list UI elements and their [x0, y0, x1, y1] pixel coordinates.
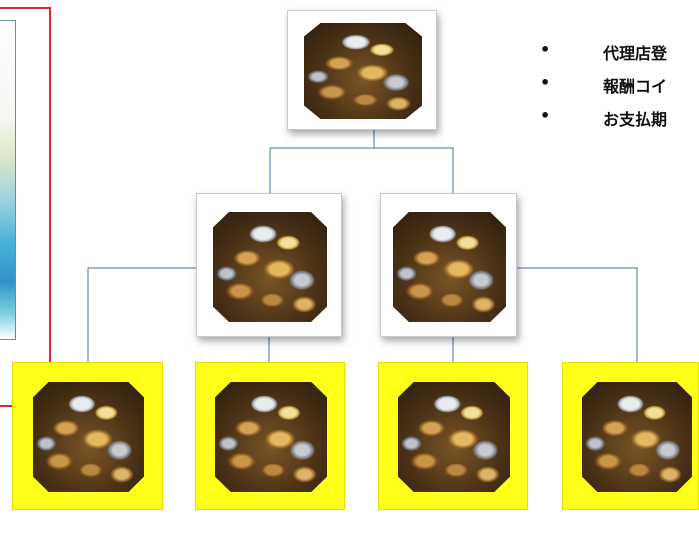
node-top	[287, 10, 437, 130]
bullet-text: お支払期	[603, 110, 668, 129]
coins-pile-image	[213, 212, 327, 322]
node-bottom-2	[195, 362, 345, 510]
node-bottom-4	[562, 362, 699, 510]
bullet-text: 代理店登	[603, 44, 668, 63]
node-bottom-1	[12, 362, 163, 510]
node-mid-left	[196, 193, 342, 337]
bullet-marker: •	[540, 40, 551, 59]
coins-pile-image	[215, 382, 327, 492]
coins-pile-image	[304, 23, 422, 119]
coins-pile-image	[582, 382, 692, 492]
node-mid-right	[380, 193, 517, 337]
connector-top-to-mid-left	[269, 130, 375, 193]
bullet-text: 報酬コイ	[603, 77, 668, 96]
node-bottom-3	[378, 362, 528, 510]
bullet-marker: •	[540, 106, 551, 125]
coins-pile-image	[33, 382, 144, 492]
connector-mid-left-to-bottom-1	[87, 267, 196, 362]
coins-pile-image	[393, 212, 506, 322]
bullet-marker: •	[540, 73, 551, 92]
connector-top-to-mid-right	[374, 147, 454, 193]
connector-mid-right-to-bottom-4	[517, 267, 638, 362]
beach-photo-fragment	[0, 20, 16, 340]
coins-pile-image	[398, 382, 510, 492]
